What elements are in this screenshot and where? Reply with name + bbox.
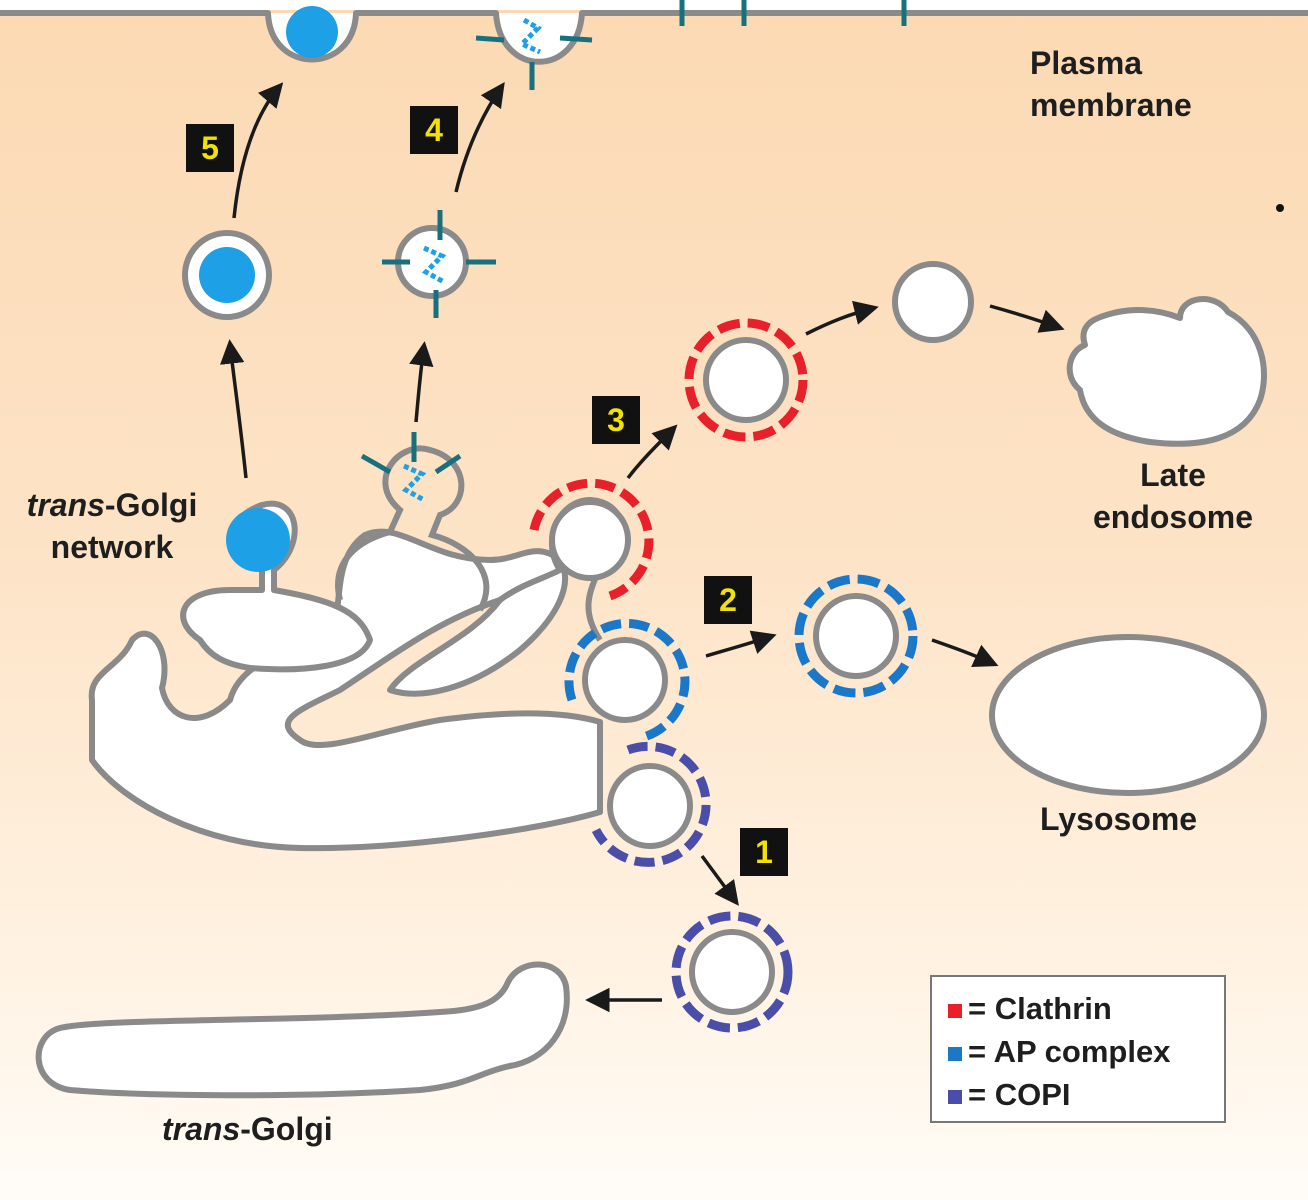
ap-bud-vesicle <box>582 637 668 723</box>
tgn-budding-cargo <box>226 508 290 572</box>
plasma-membrane-label: Plasma membrane <box>1030 42 1192 126</box>
tgn-receptor-bud <box>360 432 462 503</box>
copi-vesicle-coat <box>671 911 793 1033</box>
ap-complex-swatch-icon <box>948 1046 962 1061</box>
fused-receptor-vesicle <box>475 17 593 90</box>
secretory-vesicle-cargo <box>199 247 255 303</box>
tgn-tubule-4 <box>335 445 490 612</box>
tgn-lobe <box>180 500 373 673</box>
ap-vesicle-coat <box>794 574 918 698</box>
secreted-cargo-blob <box>286 6 338 58</box>
tgn-cisterna <box>88 528 604 852</box>
arrow-clathrin-bud-to-vesicle <box>626 424 678 480</box>
ap-bud-coat <box>564 619 690 743</box>
late-endosome-label-line2: endosome <box>1092 499 1254 535</box>
clathrin-swatch-icon <box>948 1003 962 1018</box>
trans-golgi-label: trans-Golgi <box>162 1108 333 1150</box>
lysosome <box>989 634 1267 796</box>
trans-golgi-cisterna <box>35 961 570 1099</box>
legend-label-copi: = COPI <box>968 1077 1071 1112</box>
legend-label-ap-complex: = AP complex <box>968 1034 1171 1069</box>
uncoated-vesicle <box>892 261 974 343</box>
extracellular-space <box>0 0 1308 10</box>
arrow-uncoated-to-endosome <box>989 304 1065 333</box>
tgn-label-line2: network <box>50 529 174 565</box>
legend-item-clathrin: = Clathrin <box>948 989 1112 1029</box>
late-endosome-label: Late endosome <box>1078 454 1268 538</box>
legend-item-ap-complex: = AP complex <box>948 1032 1170 1072</box>
tgn-label-italic: trans <box>26 487 105 523</box>
receptor-vesicle <box>382 210 496 318</box>
tgn-label: trans-Golgi network <box>12 484 212 568</box>
copi-swatch-icon <box>948 1089 962 1104</box>
arrow-tgn-to-receptor-vesicle <box>409 341 434 423</box>
late-endosome-label-line1: Late <box>1140 457 1206 493</box>
arrow-ap-to-lysosome <box>931 638 999 668</box>
arrow-tgn-to-secretory <box>219 339 248 479</box>
plasma-membrane-label-line2: membrane <box>1030 87 1192 123</box>
stray-dot <box>1276 204 1284 212</box>
trans-golgi-label-italic: trans <box>162 1111 241 1147</box>
clathrin-vesicle <box>703 337 789 423</box>
late-endosome <box>1066 296 1268 447</box>
clathrin-vesicle-coat <box>684 318 808 442</box>
trans-golgi-label-rest: -Golgi <box>240 1111 333 1147</box>
copi-bud-vesicle <box>607 763 693 849</box>
arrow-clathrin-to-uncoated <box>805 300 879 336</box>
arrow-ap-bud-to-vesicle <box>705 630 777 658</box>
step-2-badge: 2 <box>704 576 752 624</box>
ap-vesicle <box>813 593 899 679</box>
step-1-badge: 1 <box>740 828 788 876</box>
legend-label-clathrin: = Clathrin <box>968 991 1112 1026</box>
clathrin-bud-vesicle <box>549 499 631 581</box>
plasma-membrane-label-line1: Plasma <box>1030 45 1143 81</box>
arrow-copi-bud-to-vesicle <box>700 854 739 906</box>
step-4-badge: 4 <box>410 106 458 154</box>
arrow-secretory-to-membrane <box>232 82 284 219</box>
pathway-arrows <box>219 81 1065 1013</box>
lysosome-label: Lysosome <box>1040 801 1198 837</box>
membrane-receptors <box>679 0 907 26</box>
legend-item-copi: = COPI <box>948 1075 1071 1115</box>
arrow-receptor-to-membrane <box>454 81 505 193</box>
step-3-badge: 3 <box>592 396 640 444</box>
clathrin-bud-coat <box>529 478 654 601</box>
step-5-badge: 5 <box>186 124 234 172</box>
copi-vesicle <box>689 929 775 1015</box>
legend: = Clathrin = AP complex = COPI <box>930 975 1226 1123</box>
copi-bud-coat <box>591 741 711 867</box>
tgn-label-line1: trans-Golgi <box>12 484 212 526</box>
tgn-label-rest: -Golgi <box>104 487 198 523</box>
